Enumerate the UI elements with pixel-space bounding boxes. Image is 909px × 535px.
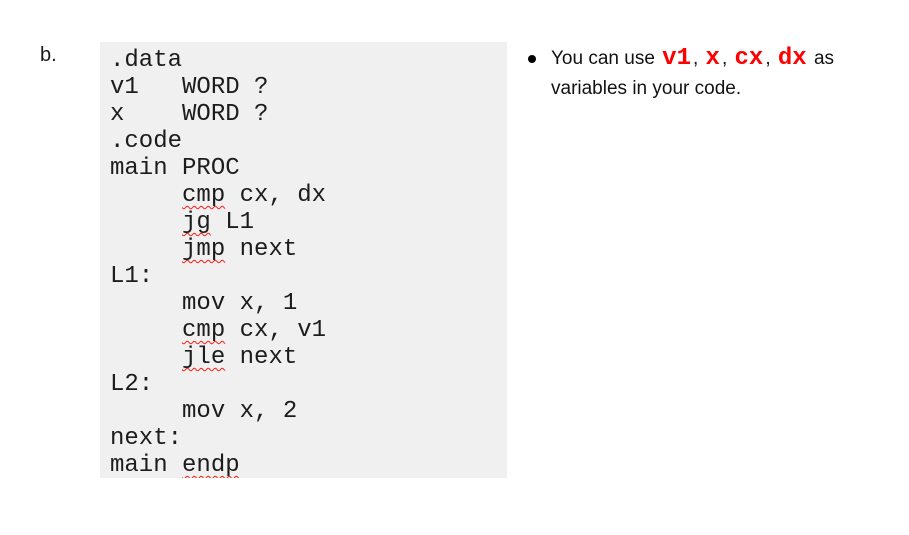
notes-list: You can use v1, x, cx, dx as variables i…	[527, 44, 879, 104]
code-token	[110, 182, 182, 209]
code-line: .code	[110, 128, 507, 155]
code-line: cmp cx, dx	[110, 182, 507, 209]
register-name: dx	[777, 45, 807, 72]
item-label: b.	[40, 44, 57, 66]
code-token: next	[225, 236, 298, 263]
code-token: main PROC	[110, 155, 240, 182]
misspelled-token: cmp	[182, 182, 226, 209]
note-content: You can use v1, x, cx, dx as variables i…	[551, 45, 835, 99]
note-text: ,	[692, 48, 704, 69]
register-name: x	[705, 45, 720, 72]
code-line: main PROC	[110, 155, 507, 182]
code-token: L1:	[110, 263, 154, 290]
misspelled-token: jg	[182, 209, 211, 236]
misspelled-token: jle	[182, 344, 226, 371]
misspelled-token: cmp	[182, 317, 226, 344]
code-token: .code	[110, 128, 183, 155]
code-token	[110, 236, 182, 263]
code-token: v1 WORD ?	[110, 74, 269, 101]
code-line: v1 WORD ?	[110, 74, 507, 101]
note-text: You can use	[551, 48, 661, 69]
code-line: L1:	[110, 263, 507, 290]
note-item: You can use v1, x, cx, dx as variables i…	[527, 44, 879, 104]
code-line: cmp cx, v1	[110, 317, 507, 344]
code-line: mov x, 2	[110, 398, 507, 425]
bullet-icon	[528, 55, 536, 63]
code-line: .data	[110, 47, 507, 74]
code-token: mov x, 1	[110, 290, 298, 317]
code-token: next	[225, 344, 298, 371]
code-token: main	[110, 452, 183, 478]
register-name: cx	[734, 45, 764, 72]
code-token: cx, dx	[225, 182, 327, 209]
code-line: jmp next	[110, 236, 507, 263]
code-token: L2:	[110, 371, 154, 398]
code-token: x WORD ?	[110, 101, 269, 128]
code-line: main endp	[110, 452, 507, 478]
code-token	[110, 209, 182, 236]
code-token: mov x, 2	[110, 398, 298, 425]
code-line: L2:	[110, 371, 507, 398]
register-name: v1	[662, 45, 691, 72]
code-token	[110, 344, 182, 371]
note-text: ,	[765, 48, 776, 69]
code-line: jg L1	[110, 209, 507, 236]
misspelled-token: jmp	[182, 236, 226, 263]
code-token: L1	[210, 209, 255, 236]
code-line: x WORD ?	[110, 101, 507, 128]
code-token: next:	[110, 425, 183, 452]
code-token	[110, 317, 182, 344]
code-line: jle next	[110, 344, 507, 371]
note-text: ,	[721, 48, 733, 69]
misspelled-token: endp	[182, 452, 240, 478]
note-text: as variables in your code.	[551, 48, 835, 99]
code-token: .data	[110, 47, 183, 74]
code-token: cx, v1	[225, 317, 327, 344]
code-line: next:	[110, 425, 507, 452]
code-line: mov x, 1	[110, 290, 507, 317]
